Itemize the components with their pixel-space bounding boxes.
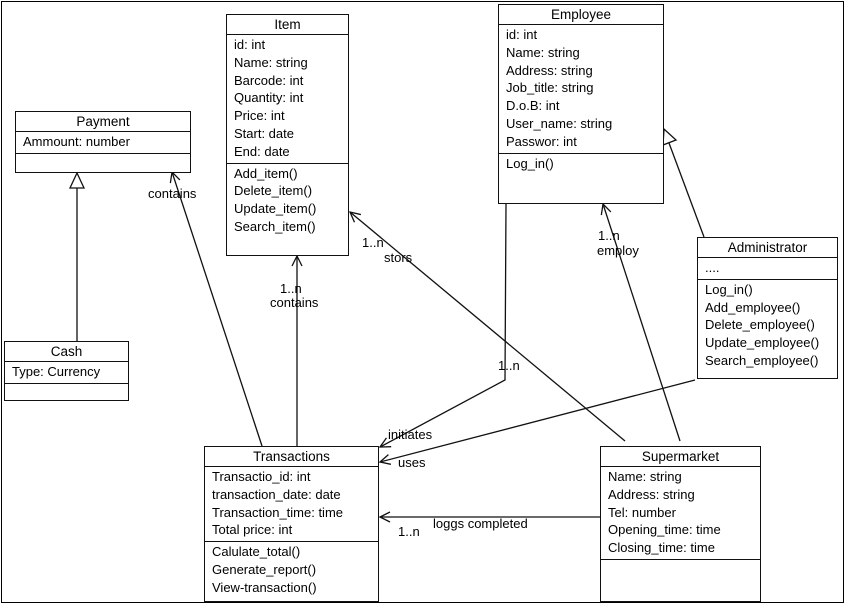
class-member: Closing_time: time (608, 540, 715, 556)
label-stors: stors (384, 250, 413, 265)
class-payment-operations (16, 154, 190, 175)
class-member: Update_employee() (705, 335, 820, 351)
class-member: Tel: number (608, 504, 676, 520)
class-administrator-attributes: .... (698, 258, 837, 280)
label-contains-item: contains (270, 295, 319, 310)
class-member: Address: string (608, 486, 695, 502)
class-administrator-operations: Log_in() Add_employee() Delete_employee() U… (698, 280, 837, 372)
class-member: Start: date (234, 125, 294, 141)
class-member: Log_in() (705, 281, 753, 297)
class-member: Quantity: int (234, 90, 304, 106)
class-member: Address: string (506, 62, 593, 78)
label-mult-item-transactions: 1..n (280, 281, 302, 296)
generalization-triangle-employee (662, 127, 678, 146)
class-member: Passwor: int (506, 133, 577, 149)
class-member: Job_title: string (506, 80, 594, 96)
class-cash[interactable]: Cash Type: Currency (4, 341, 129, 401)
class-member: id: int (506, 27, 538, 42)
class-cash-name: Cash (5, 342, 128, 362)
class-member: Calulate_total() (212, 544, 301, 560)
class-member: D.o.B: int (506, 98, 560, 114)
label-mult-initiates: 1..n (498, 358, 520, 373)
class-member: Name: string (506, 44, 580, 60)
class-member: .... (705, 260, 720, 275)
class-supermarket-name: Supermarket (601, 447, 760, 467)
class-member: Name: string (234, 54, 308, 70)
class-member: Barcode: int (234, 72, 304, 88)
class-payment-attributes: Ammount: number (16, 132, 190, 154)
class-member: User_name: string (506, 115, 613, 131)
class-member: Delete_item() (234, 183, 313, 199)
class-payment-name: Payment (16, 112, 190, 132)
class-transactions-operations: Calulate_total()Generate_report() View-tr… (205, 542, 378, 598)
class-member: View-transaction() (212, 579, 317, 595)
class-member: End: date (234, 143, 290, 159)
class-member: id: int (234, 37, 266, 52)
label-employ: employ (597, 243, 639, 258)
edge-admin-employee (668, 142, 705, 238)
label-mult-loggs: 1..n (398, 524, 420, 539)
edge-employee-transactions (380, 203, 507, 447)
class-member: Add_item() (234, 165, 298, 181)
class-member: Price: int (234, 108, 285, 124)
class-employee-operations: Log_in() (499, 154, 663, 175)
class-transactions-name: Transactions (205, 447, 378, 467)
edge-transactions-payment (172, 172, 263, 447)
label-mult-item-supermarket: 1..n (362, 235, 384, 250)
label-uses: uses (398, 455, 426, 470)
class-member: Opening_time: time (608, 522, 721, 538)
class-member: Total price: int (212, 522, 293, 538)
class-member: Delete_employee() (705, 317, 815, 333)
label-contains-payment: contains (148, 186, 197, 201)
class-employee-name: Employee (499, 5, 663, 25)
generalization-triangle-payment (68, 171, 86, 189)
class-member: Transactio_id: int (212, 469, 311, 484)
class-transactions-attributes: Transactio_id: int transaction_date: date… (205, 467, 378, 543)
class-member: Log_in() (506, 155, 554, 171)
label-mult-employ: 1..n (598, 228, 620, 243)
class-payment[interactable]: Payment Ammount: number (15, 111, 191, 173)
class-supermarket-operations (601, 560, 760, 563)
class-member: Transaction_time: time (212, 504, 344, 520)
class-member: Type: Currency (12, 364, 101, 379)
class-member: Name: string (608, 469, 682, 484)
class-member: Search_item() (234, 218, 316, 234)
class-administrator[interactable]: Administrator .... Log_in() Add_employee(… (697, 237, 838, 379)
class-administrator-name: Administrator (698, 238, 837, 258)
class-member: Search_employee() (705, 352, 819, 368)
edge-admin-transactions (380, 379, 696, 462)
label-loggs-completed: loggs completed (433, 516, 528, 531)
class-member: Generate_report() (212, 561, 317, 577)
edge-supermarket-employee (603, 204, 681, 442)
class-member: Update_item() (234, 201, 317, 217)
class-transactions[interactable]: Transactions Transactio_id: int transacti… (204, 446, 379, 602)
class-cash-operations (5, 384, 128, 403)
class-member: Ammount: number (23, 134, 130, 149)
class-cash-attributes: Type: Currency (5, 362, 128, 384)
class-item-operations: Add_item() Delete_item() Update_item()Sear… (227, 164, 348, 238)
label-initiates: initiates (388, 427, 433, 442)
class-member: Add_employee() (705, 299, 801, 315)
class-item-name: Item (227, 15, 348, 35)
edge-supermarket-item (350, 212, 626, 442)
class-member: transaction_date: date (212, 486, 341, 502)
